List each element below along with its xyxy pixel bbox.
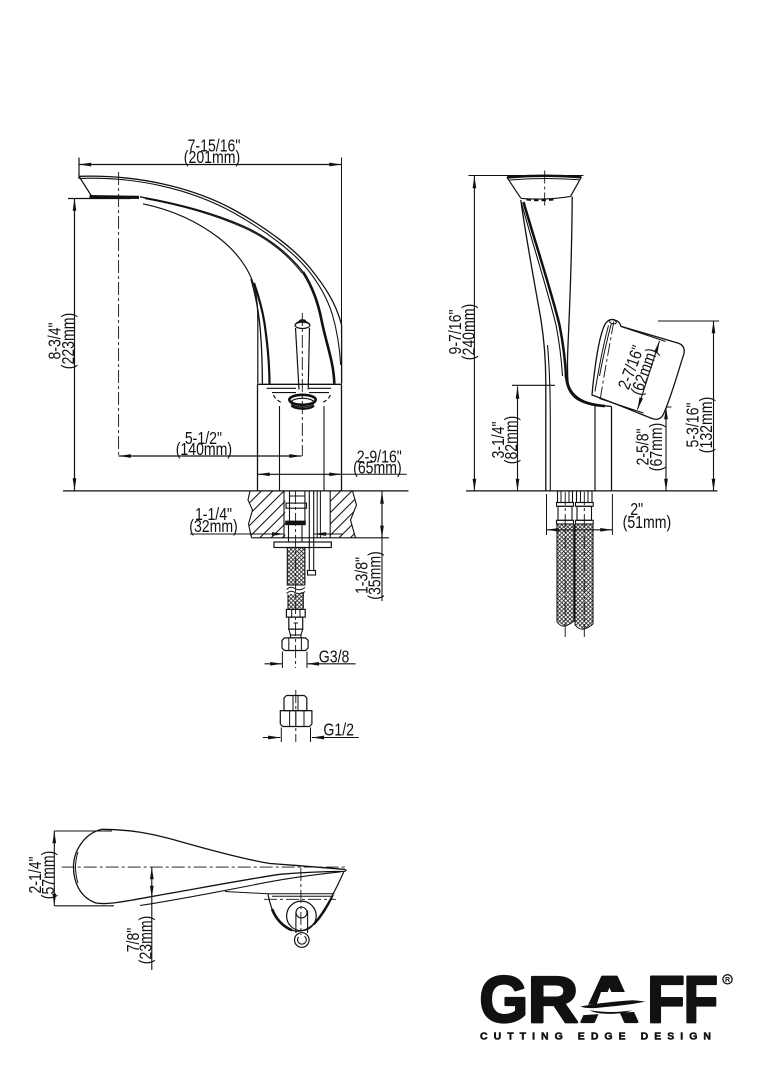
svg-text:2": 2" [630,499,643,519]
svg-text:(51mm): (51mm) [623,512,672,532]
svg-text:2-1/4": 2-1/4" [25,856,45,893]
svg-text:(140mm): (140mm) [176,439,232,459]
svg-text:(35mm): (35mm) [364,551,384,600]
svg-text:G1/2: G1/2 [323,720,354,740]
svg-text:1-3/8": 1-3/8" [352,557,372,594]
svg-text:R: R [527,962,578,1036]
svg-text:(67mm): (67mm) [646,423,666,472]
svg-text:(223mm): (223mm) [58,313,78,369]
svg-text:1-1/4": 1-1/4" [195,504,232,524]
svg-text:2-9/16": 2-9/16" [357,447,402,467]
svg-text:5-3/16": 5-3/16" [683,403,703,448]
svg-text:(23mm): (23mm) [136,916,156,965]
svg-text:F: F [647,962,685,1036]
svg-text:7/8": 7/8" [123,928,143,953]
svg-text:(65mm): (65mm) [353,458,402,478]
svg-text:(82mm): (82mm) [501,416,521,465]
svg-text:2-5/8": 2-5/8" [633,428,653,465]
svg-text:9-7/16": 9-7/16" [445,310,465,355]
svg-text:F: F [684,963,719,1037]
svg-text:7-15/16": 7-15/16" [188,136,241,156]
svg-text:(32mm): (32mm) [189,516,238,536]
svg-text:G3/8: G3/8 [319,646,350,666]
svg-text:(240mm): (240mm) [459,304,479,360]
svg-text:5-1/2": 5-1/2" [185,428,222,448]
svg-text:8-3/4": 8-3/4" [45,322,65,359]
svg-text:3-1/4": 3-1/4" [488,421,508,458]
svg-text:(132mm): (132mm) [696,397,716,453]
svg-text:(201mm): (201mm) [184,147,240,167]
svg-text:(57mm): (57mm) [38,851,58,900]
svg-text:CUTTING EDGE DESIGN: CUTTING EDGE DESIGN [480,1031,716,1043]
svg-text:R: R [725,977,730,984]
svg-text:G: G [479,963,528,1037]
